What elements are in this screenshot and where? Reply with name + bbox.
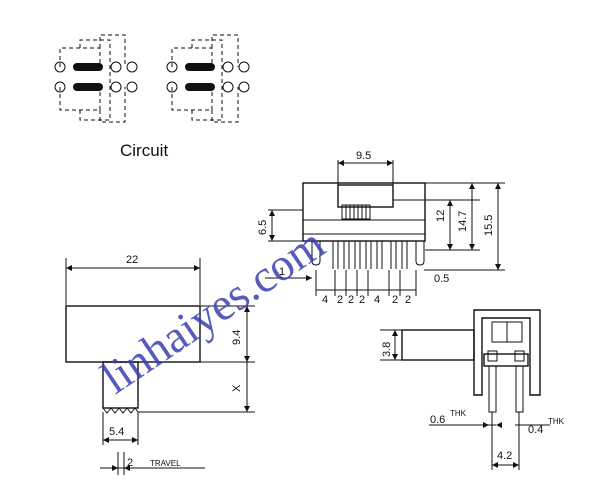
dim-pitch-2e: 2 xyxy=(405,294,411,306)
thk-superscript-a: THK xyxy=(450,409,467,418)
dim-12: 12 xyxy=(435,210,447,222)
dim-travel-label: TRAVEL xyxy=(150,459,181,468)
dim-5-4: 5.4 xyxy=(109,426,124,438)
dim-pitch-2d: 2 xyxy=(392,294,398,306)
circuit-symbol: Circuit xyxy=(54,34,250,160)
watermark-text: linhaiyes.com xyxy=(92,217,334,403)
dim-14-7: 14.7 xyxy=(457,211,469,232)
dim-x: X xyxy=(231,384,243,392)
dim-0-4-thk: 0.4 xyxy=(528,424,543,436)
circuit-caption: Circuit xyxy=(120,141,168,160)
dim-pitch-4b: 4 xyxy=(374,294,380,306)
dim-0-6-thk: 0.6 xyxy=(430,414,445,426)
dim-0-5: 0.5 xyxy=(434,273,449,285)
dim-4-2: 4.2 xyxy=(497,450,512,462)
dim-3-8: 3.8 xyxy=(381,342,393,357)
end-view: 3.8 0.6 THK 0.4 THK 4.2 xyxy=(380,309,565,470)
dim-pitch-4a: 4 xyxy=(322,294,328,306)
dim-1: 1 xyxy=(279,266,285,278)
thk-superscript-b: THK xyxy=(548,417,565,426)
front-view: 9.5 6.5 12 xyxy=(257,150,505,306)
dim-9-5: 9.5 xyxy=(356,150,371,162)
dim-6-5: 6.5 xyxy=(257,220,269,235)
dim-pitch-2b: 2 xyxy=(348,294,354,306)
side-view: 22 9.4 X 5.4 2 TRAVEL xyxy=(65,254,255,475)
dim-pitch-2c: 2 xyxy=(359,294,365,306)
dim-9-4: 9.4 xyxy=(231,330,243,345)
dim-pitch-2a: 2 xyxy=(337,294,343,306)
dim-15-5: 15.5 xyxy=(483,215,495,236)
dim-22: 22 xyxy=(126,254,138,266)
dim-travel-value: 2 xyxy=(127,457,133,469)
